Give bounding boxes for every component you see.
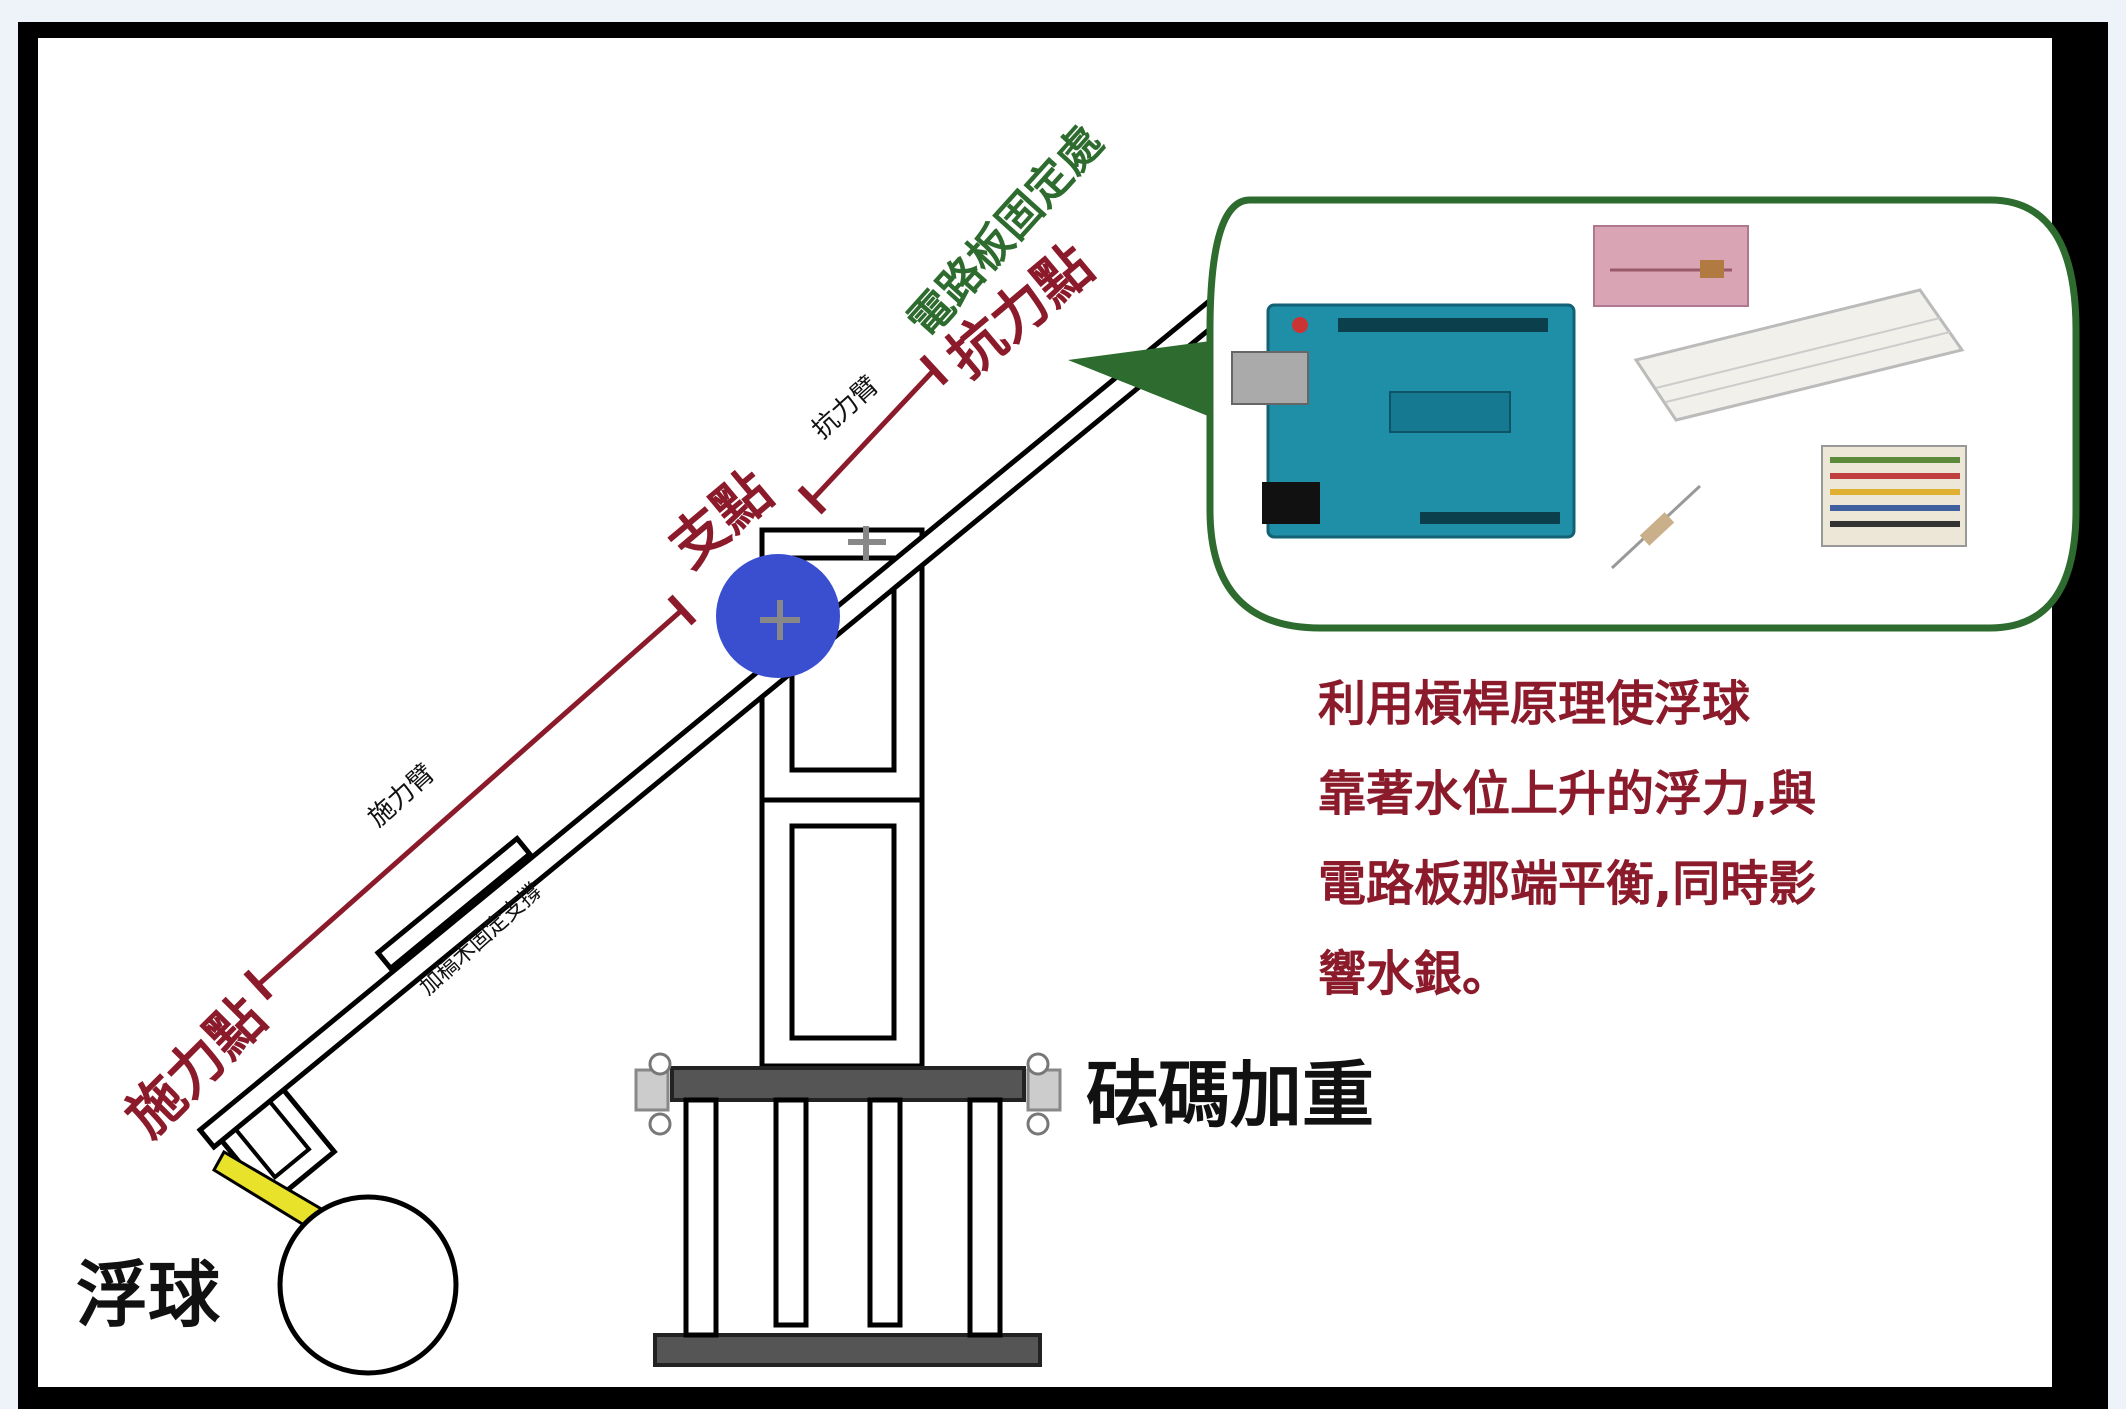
weighted-base [634,1052,1062,1367]
callout-pointer [1068,340,1218,420]
base-bottom-plate [653,1333,1042,1367]
tower-window-lower [789,823,897,1041]
clamp-left [634,1052,672,1136]
reinforcement-strip [374,835,534,972]
pivot-screw [848,526,886,560]
effort-point-label: 施力點 [114,985,279,1150]
jumper-wires [1821,445,1967,547]
power-jack [1262,482,1320,524]
description-line: 靠著水位上升的浮力,與 [1318,766,1816,822]
float-ball-label: 浮球 [76,1253,221,1337]
pivot-screw [760,600,800,640]
description-line: 電路板那端平衡,同時影 [1318,856,1816,912]
base-leg [967,1097,1003,1338]
description-line: 響水銀。 [1318,946,1510,1002]
effort-arm-label: 施力臂 [363,759,441,833]
base-top-plate [670,1066,1026,1102]
float-ball [277,1194,459,1376]
effort-arm-bracket [243,594,697,1001]
clamp-right [1026,1052,1062,1136]
weight-label: 砝碼加重 [1086,1053,1374,1137]
description-line: 利用槓桿原理使浮球 [1318,676,1751,732]
base-leg [773,1097,809,1328]
base-leg [683,1097,719,1338]
resistor [1610,484,1702,570]
resistance-arm-bracket [797,354,949,515]
arduino-board [1231,303,1576,539]
breadboard [1633,288,1965,422]
resistor-card [1593,225,1749,307]
base-leg [867,1097,903,1328]
description-block: 利用槓桿原理使浮球 靠著水位上升的浮力,與 電路板那端平衡,同時影 響水銀。 [1318,676,1816,1002]
usb-port [1231,351,1309,405]
